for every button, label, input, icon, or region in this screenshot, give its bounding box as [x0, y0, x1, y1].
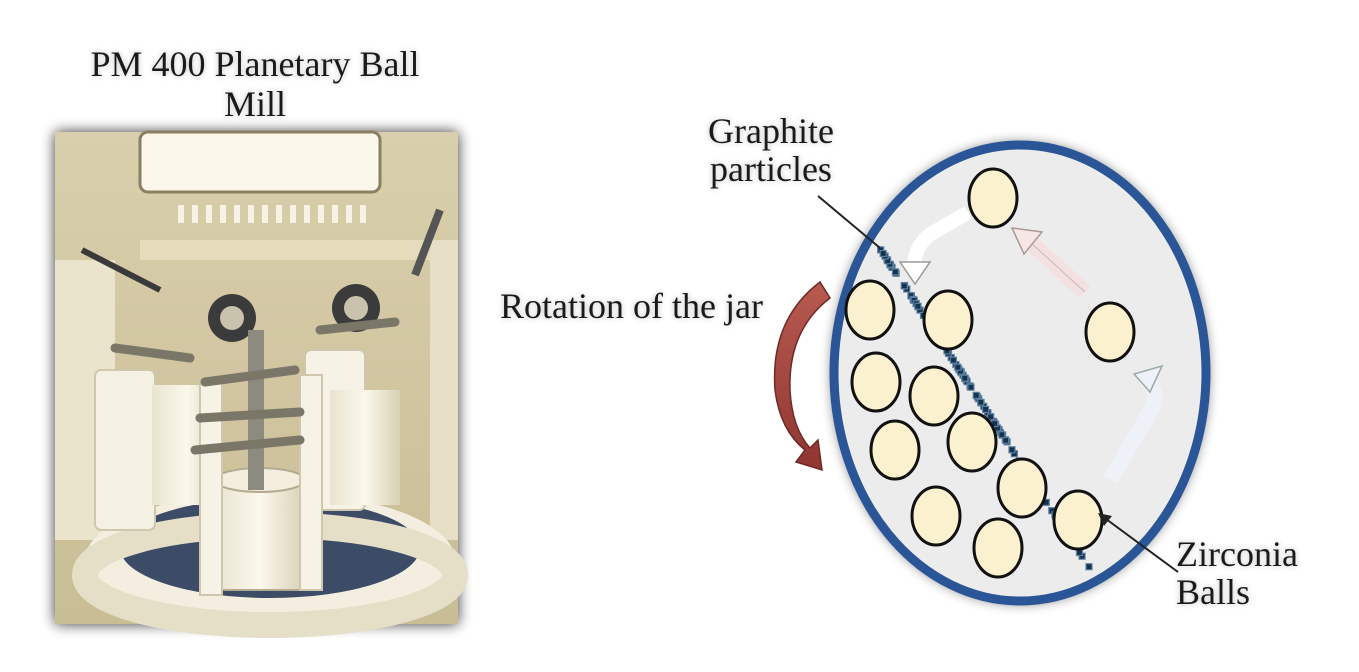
zirconia-ball	[972, 517, 1024, 579]
graphite-particle	[972, 391, 980, 399]
graphite-particle	[998, 431, 1006, 439]
zirconia-ball	[844, 279, 896, 341]
graphite-particle	[1008, 446, 1016, 454]
zirconia-ball	[869, 419, 921, 481]
zirconia-ball	[996, 457, 1048, 519]
photo-title-line1: PM 400 Planetary Ball	[90, 44, 420, 84]
graphite-particle	[967, 383, 975, 391]
graphite-particle	[961, 374, 969, 382]
jar-outline	[829, 140, 1211, 606]
rotation-label: Rotation of the jar	[500, 286, 763, 326]
graphite-label: Graphite particles	[708, 112, 834, 188]
zirconia-ball	[908, 365, 960, 427]
zirconia-label-line2: Balls	[1176, 572, 1251, 612]
graphite-label-line2: particles	[710, 149, 832, 189]
graphite-particle	[1085, 563, 1093, 571]
photo-title: PM 400 Planetary Ball Mill	[40, 44, 470, 124]
graphite-particle	[891, 268, 899, 276]
jar-diagram	[817, 140, 1211, 606]
motion-arrows	[898, 206, 1164, 485]
arrow-head	[1132, 364, 1164, 394]
vent-slats	[178, 205, 366, 223]
photo-title-line2: Mill	[223, 84, 286, 124]
graphite-label-line1: Graphite	[708, 111, 834, 151]
graphite-pointer	[817, 195, 881, 249]
graphite-particle	[982, 405, 990, 414]
graphite-particle	[900, 282, 908, 290]
graphite-particle	[949, 356, 958, 364]
window-panel	[138, 130, 382, 194]
arrow-head	[1010, 227, 1044, 256]
graphite-particle	[914, 302, 922, 310]
zirconia-ball	[967, 167, 1019, 229]
zirconia-ball	[946, 411, 998, 473]
zirconia-ball	[1052, 489, 1104, 551]
zirconia-ball	[850, 351, 902, 413]
zirconia-balls	[844, 167, 1136, 579]
arrow-head	[898, 261, 932, 286]
ball-mill-illustration	[55, 130, 468, 638]
zirconia-label: Zirconia Balls	[1176, 535, 1298, 611]
zirconia-label-line1: Zirconia	[1176, 534, 1298, 574]
graphite-particle	[987, 413, 995, 421]
graphite-particle	[1002, 436, 1010, 444]
zirconia-ball	[910, 485, 962, 547]
graphite-particle	[879, 249, 887, 258]
zirconia-ball	[1084, 301, 1136, 363]
graphite-particle	[954, 363, 962, 371]
zirconia-ball	[922, 289, 974, 351]
graphite-particle	[977, 398, 985, 406]
rotation-arrow	[773, 280, 831, 472]
zirconia-pointer	[1101, 515, 1179, 573]
